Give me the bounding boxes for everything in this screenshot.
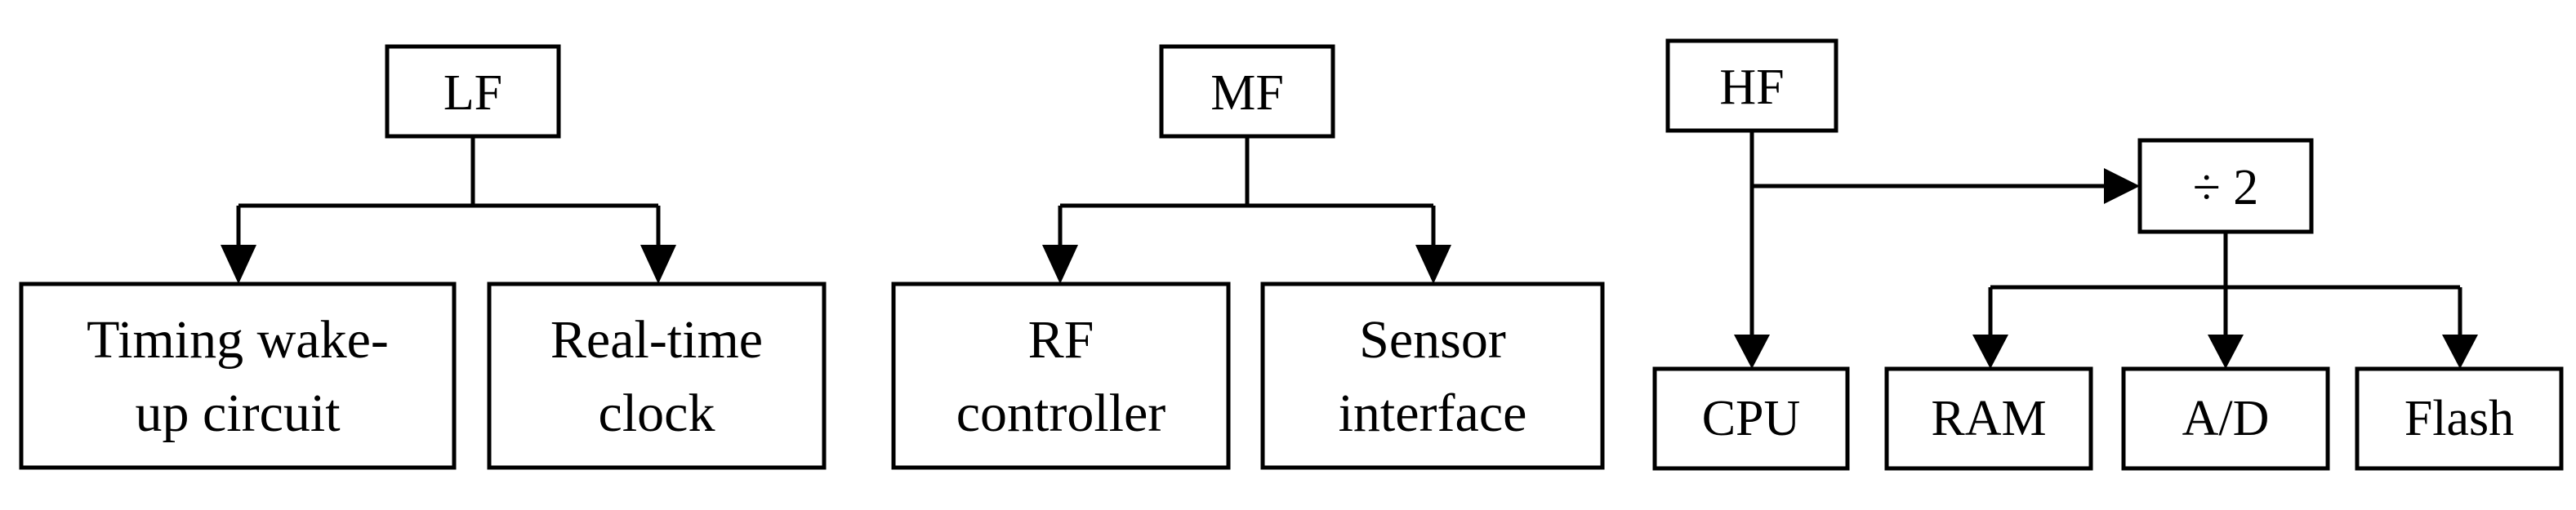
ad-label: A/D [2182, 391, 2270, 446]
mf-arrowhead-rf [1042, 245, 1078, 284]
cpu-box [1652, 366, 1850, 471]
divider-arrowhead-ram [1972, 335, 2008, 369]
ram-box [1884, 366, 2093, 471]
lf-arrowhead-rtc [640, 245, 676, 284]
mf-source-box [1159, 44, 1335, 139]
rf-controller-label-line1: RF [1028, 310, 1094, 370]
divider-label: ÷ 2 [2193, 160, 2259, 215]
divider-box [2137, 138, 2314, 234]
hf-connector [1749, 131, 2107, 336]
flash-box [2355, 366, 2564, 471]
mf-source-label: MF [1210, 65, 1284, 121]
rf-controller-box [891, 282, 1231, 470]
flash-label: Flash [2404, 391, 2514, 446]
timing-wakeup-box [19, 282, 457, 470]
mf-connector [1058, 136, 1436, 253]
lf-group: LF Timing wake- up circuit Real-time clo… [19, 44, 827, 470]
mf-arrowhead-sensor [1415, 245, 1451, 284]
hf-arrowhead-divider [2104, 168, 2140, 204]
rf-controller-label-line2: controller [956, 384, 1166, 443]
timing-wakeup-label-line1: Timing wake- [87, 310, 389, 370]
ram-label: RAM [1931, 391, 2046, 446]
sensor-interface-label-line2: interface [1339, 384, 1527, 443]
real-time-clock-box [487, 282, 827, 470]
sensor-interface-label-line1: Sensor [1359, 310, 1506, 370]
mf-group: MF RF controller Sensor interface [891, 44, 1605, 470]
ad-box [2121, 366, 2330, 471]
divider-connector [1988, 232, 2462, 336]
timing-wakeup-label-line2: up circuit [135, 384, 340, 443]
real-time-clock-label-line2: clock [599, 384, 715, 443]
lf-source-label: LF [443, 65, 502, 121]
divider-arrowhead-ad [2208, 335, 2244, 369]
lf-connector [236, 136, 661, 253]
hf-group: HF ÷ 2 CPU RAM A/D Flash [1652, 38, 2564, 471]
lf-arrowhead-timing [221, 245, 256, 284]
hf-source-label: HF [1719, 60, 1784, 115]
cpu-label: CPU [1702, 391, 1801, 446]
real-time-clock-label-line1: Real-time [550, 310, 763, 370]
lf-source-box [385, 44, 561, 139]
divider-arrowhead-flash [2442, 335, 2478, 369]
sensor-interface-box [1260, 282, 1605, 470]
hf-arrowhead-cpu [1734, 335, 1770, 369]
